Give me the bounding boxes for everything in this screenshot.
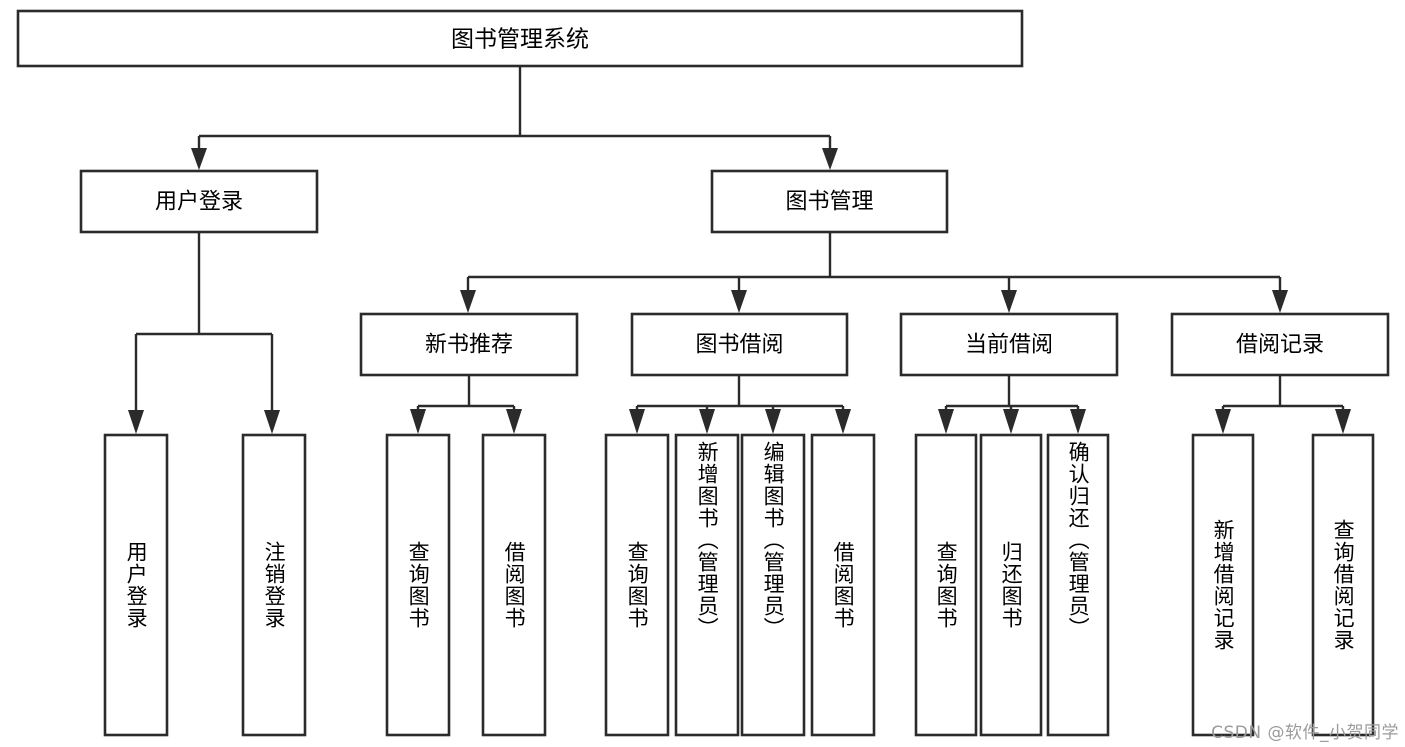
connector-group-newbook (410, 375, 522, 434)
arrowhead-current (1001, 290, 1017, 313)
arrowhead-newbook (460, 290, 476, 313)
arrowhead-leaf-query-book-3 (938, 409, 954, 434)
node-new-book-recommend-label: 新书推荐 (425, 333, 513, 358)
arrowhead-leaf-confirm-return (1070, 409, 1086, 434)
node-user-login-label: 用户登录 (155, 190, 243, 215)
arrowhead-leaf-return-book (1003, 409, 1019, 434)
leaf-box-query-book-2[interactable] (604, 433, 670, 737)
connector-group-bookmgmt (460, 232, 1288, 313)
node-book-borrow-label: 图书借阅 (695, 333, 783, 358)
arrowhead-leaf-logout (264, 410, 280, 434)
arrowhead-bookmgmt (822, 148, 838, 170)
leaf-box-confirm-return[interactable] (1046, 433, 1110, 737)
node-current-borrow[interactable]: 当前借阅 (899, 312, 1119, 377)
node-current-borrow-box[interactable] (899, 312, 1119, 377)
arrowhead-leaf-borrow-book-2 (835, 409, 851, 434)
leaf-box-user-login[interactable] (103, 433, 169, 737)
node-root-system-label: 图书管理系统 (451, 27, 589, 53)
leaf-box-add-record[interactable] (1191, 433, 1255, 737)
node-borrow-record-label: 借阅记录 (1236, 333, 1324, 358)
arrowhead-leaf-query-record (1335, 409, 1351, 434)
arrowhead-record (1272, 290, 1288, 313)
leaf-box-borrow-book-1[interactable] (481, 433, 547, 737)
csdn-watermark: CSDN @软件_小贺同学 (1211, 723, 1399, 743)
leaf-box-edit-book[interactable] (740, 433, 806, 737)
node-user-login-box[interactable] (79, 169, 319, 234)
node-book-management[interactable]: 图书管理 (710, 169, 949, 234)
leaf-box-query-book-3[interactable] (914, 433, 978, 737)
arrowhead-userlogin (191, 148, 207, 170)
node-book-borrow[interactable]: 图书借阅 (630, 312, 849, 377)
node-new-book-recommend[interactable]: 新书推荐 (359, 312, 579, 377)
connector-group-borrow (629, 375, 851, 434)
arrowhead-leaf-user-login (128, 410, 144, 434)
connector-group-current (938, 375, 1086, 434)
node-root-system[interactable]: 图书管理系统 (16, 9, 1024, 68)
node-book-borrow-box[interactable] (630, 312, 849, 377)
node-book-management-label: 图书管理 (785, 190, 873, 215)
node-book-management-box[interactable] (710, 169, 949, 234)
arrowhead-leaf-add-book (699, 409, 715, 434)
connector-group-record (1215, 375, 1351, 434)
arrowhead-leaf-add-record (1215, 409, 1231, 434)
leaf-box-borrow-book-2[interactable] (810, 433, 876, 737)
node-new-book-recommend-box[interactable] (359, 312, 579, 377)
leaf-boxes (103, 433, 1375, 737)
connector-group-root (191, 66, 838, 170)
node-user-login[interactable]: 用户登录 (79, 169, 319, 234)
leaf-box-return-book[interactable] (979, 433, 1043, 737)
arrowhead-leaf-edit-book (765, 409, 781, 434)
connector-group-userlogin (128, 232, 280, 434)
leaf-box-add-book[interactable] (674, 433, 740, 737)
node-current-borrow-label: 当前借阅 (965, 333, 1053, 358)
arrowhead-leaf-query-book-2 (629, 409, 645, 434)
node-root-system-box[interactable] (16, 9, 1024, 68)
arrowhead-leaf-query-book-1 (410, 409, 426, 434)
arrowhead-leaf-borrow-book-1 (506, 409, 522, 434)
node-borrow-record-box[interactable] (1170, 312, 1390, 377)
leaf-box-query-book-1[interactable] (385, 433, 451, 737)
arrowhead-borrow (731, 290, 747, 313)
node-borrow-record[interactable]: 借阅记录 (1170, 312, 1390, 377)
leaf-box-query-record[interactable] (1311, 433, 1375, 737)
leaf-box-logout[interactable] (241, 433, 307, 737)
